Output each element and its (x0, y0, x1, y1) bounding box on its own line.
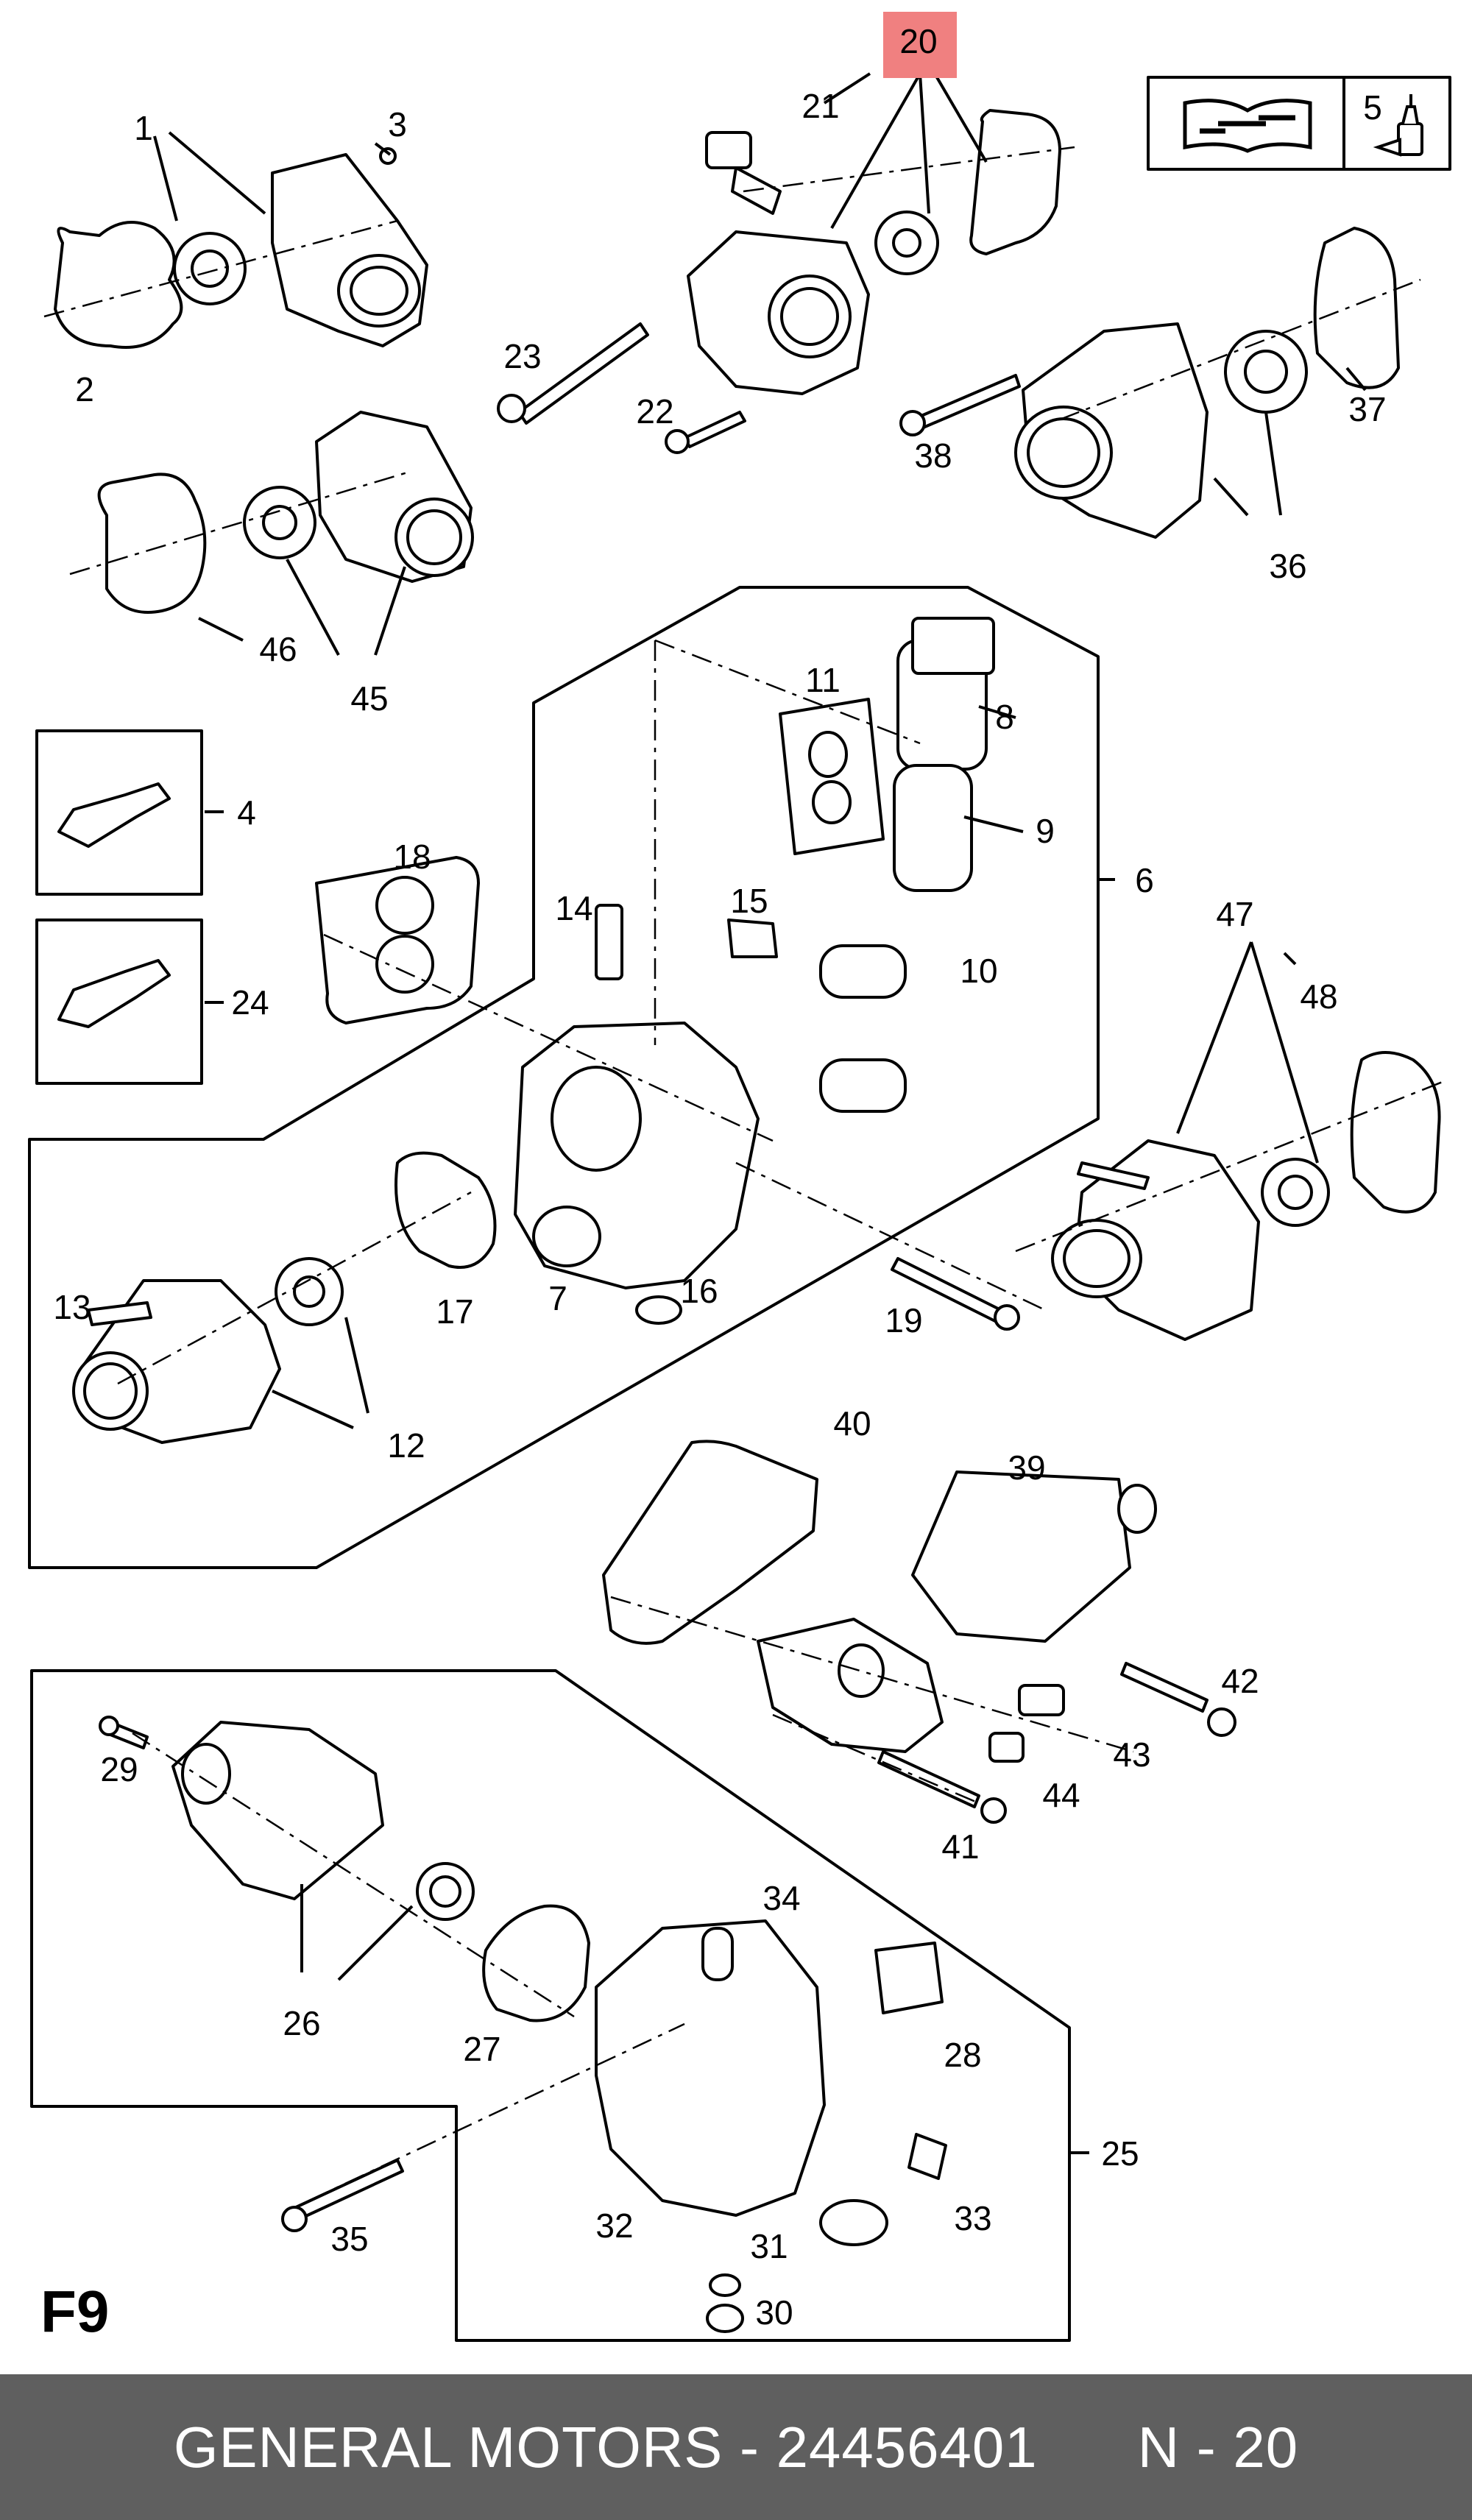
callout-15: 15 (730, 882, 768, 920)
callout-16: 16 (680, 1272, 718, 1310)
callout-13: 13 (53, 1288, 91, 1326)
callout-44: 44 (1042, 1776, 1080, 1814)
callout-14: 14 (555, 889, 592, 927)
callout-18: 18 (393, 838, 431, 876)
callout-6: 6 (1135, 861, 1154, 899)
callout-37: 37 (1348, 390, 1386, 428)
callout-23: 23 (503, 337, 541, 375)
callout-17: 17 (436, 1292, 473, 1331)
callout-33: 33 (954, 2199, 991, 2237)
page-code: F9 (40, 2279, 109, 2344)
callout-2: 2 (75, 370, 94, 408)
callout-47: 47 (1216, 895, 1253, 933)
lubricant-bottle-icon (1373, 94, 1423, 157)
callout-7: 7 (548, 1279, 567, 1317)
callout-42: 42 (1221, 1662, 1259, 1700)
service-manual-icon (1183, 99, 1312, 153)
footer-text: GENERAL MOTORS - 24456401 N - 20 (173, 2415, 1299, 2480)
callout-43: 43 (1113, 1735, 1150, 1774)
callout-34: 34 (762, 1879, 800, 1917)
leader-lines (153, 72, 1367, 2154)
callout-1: 1 (134, 109, 153, 147)
callout-21: 21 (802, 87, 839, 125)
callout-48: 48 (1300, 977, 1337, 1016)
group-outline-6 (28, 586, 1100, 1569)
callout-46: 46 (259, 630, 297, 668)
callout-45: 45 (350, 679, 388, 718)
callout-24: 24 (231, 983, 269, 1022)
callout-4: 4 (237, 793, 256, 832)
callout-26: 26 (283, 2004, 320, 2042)
callout-20: 20 (899, 22, 937, 60)
callout-25: 25 (1101, 2134, 1139, 2173)
callout-12: 12 (387, 1426, 425, 1465)
callout-8: 8 (995, 698, 1014, 736)
callout-41: 41 (941, 1827, 979, 1866)
callout-28: 28 (944, 2036, 981, 2074)
callout-38: 38 (914, 436, 952, 475)
info-box (1147, 76, 1451, 171)
callout-30: 30 (755, 2293, 793, 2332)
callout-3: 3 (388, 105, 407, 144)
group-outline-25 (30, 1669, 1071, 2342)
alignment-lines (43, 146, 1443, 2202)
callout-22: 22 (636, 392, 673, 431)
callout-40: 40 (833, 1404, 871, 1443)
callout-39: 39 (1008, 1448, 1045, 1487)
callout-5: 5 (1363, 88, 1382, 127)
callout-32: 32 (595, 2206, 633, 2245)
callout-31: 31 (750, 2227, 788, 2265)
part-illustrations (54, 109, 1441, 2333)
callout-10: 10 (960, 952, 997, 990)
part-box-24 (35, 919, 203, 1085)
footer-bar: GENERAL MOTORS - 24456401 N - 20 (0, 2374, 1472, 2520)
part-box-4 (35, 729, 203, 896)
callout-19: 19 (885, 1301, 922, 1339)
callout-29: 29 (100, 1750, 138, 1788)
callout-labels: 1 2 3 4 5 6 7 8 9 10 11 12 13 14 15 16 1… (53, 22, 1386, 2332)
callout-27: 27 (463, 2030, 500, 2068)
callout-highlight-20 (883, 12, 957, 78)
callout-11: 11 (805, 661, 841, 699)
callout-35: 35 (330, 2220, 368, 2258)
callout-36: 36 (1269, 547, 1306, 585)
callout-9: 9 (1036, 812, 1055, 850)
